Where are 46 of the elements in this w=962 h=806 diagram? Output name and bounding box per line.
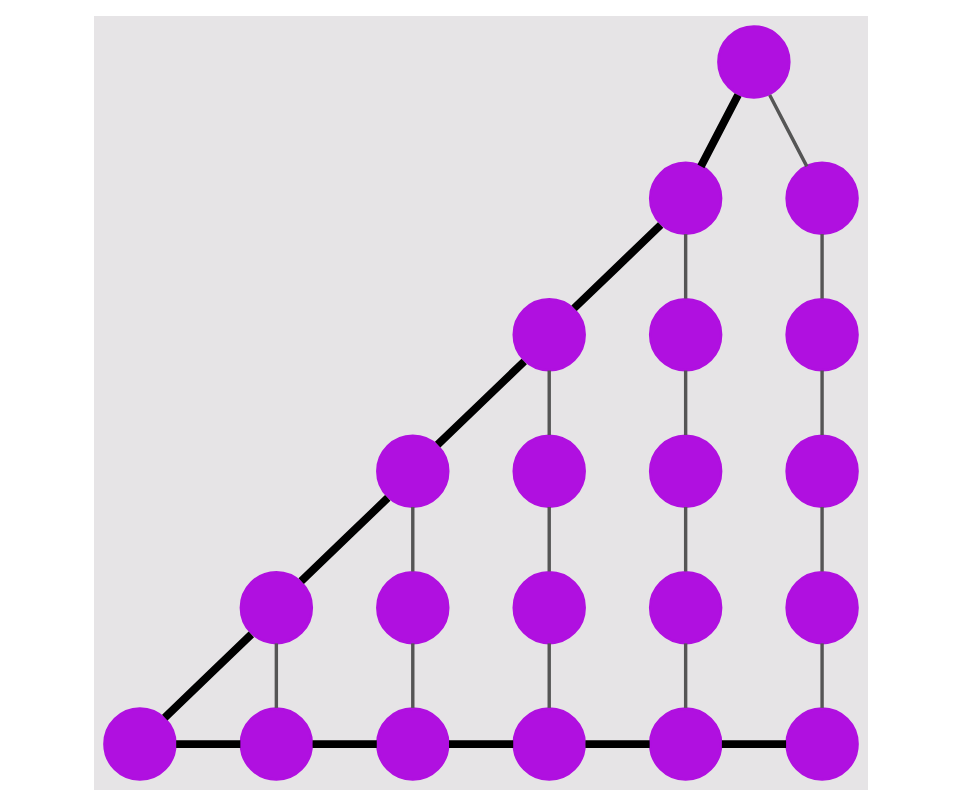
node-circle xyxy=(648,298,723,372)
node-circle xyxy=(648,161,723,236)
connector xyxy=(683,643,688,708)
connector xyxy=(721,740,787,748)
connector xyxy=(434,358,527,448)
connector xyxy=(683,370,688,436)
node-circle xyxy=(239,570,314,645)
node-circle xyxy=(512,570,586,645)
connector xyxy=(162,631,255,721)
connector xyxy=(547,506,551,572)
connector xyxy=(585,740,650,748)
node-circle xyxy=(512,434,586,508)
node-circle xyxy=(239,707,314,781)
connector xyxy=(820,370,824,436)
connector xyxy=(547,370,551,436)
node-circle xyxy=(785,298,859,372)
node-circle xyxy=(376,434,450,508)
node-circle xyxy=(648,707,723,781)
node-circle xyxy=(512,298,586,372)
node-circle xyxy=(717,25,791,99)
connector xyxy=(411,506,415,572)
connector xyxy=(298,495,391,584)
node-circle xyxy=(785,434,859,508)
connector xyxy=(820,234,824,299)
connector xyxy=(768,94,809,168)
node-circle xyxy=(376,570,450,645)
node-circle xyxy=(785,161,859,236)
node-circle xyxy=(648,434,723,508)
connector xyxy=(697,93,742,169)
connector xyxy=(547,643,551,708)
connector xyxy=(820,643,824,708)
node-circle xyxy=(376,707,450,781)
node-circle xyxy=(785,570,859,645)
connector xyxy=(820,506,824,572)
connector xyxy=(683,506,688,572)
node-circle xyxy=(103,707,177,781)
node-circle xyxy=(512,707,586,781)
connector xyxy=(683,234,688,299)
connector xyxy=(176,740,241,748)
node-circle xyxy=(785,707,859,781)
connector xyxy=(449,740,514,748)
connector xyxy=(571,222,664,312)
connector xyxy=(312,740,377,748)
connector xyxy=(411,643,415,708)
connector xyxy=(274,643,279,708)
node-circle xyxy=(648,570,723,645)
